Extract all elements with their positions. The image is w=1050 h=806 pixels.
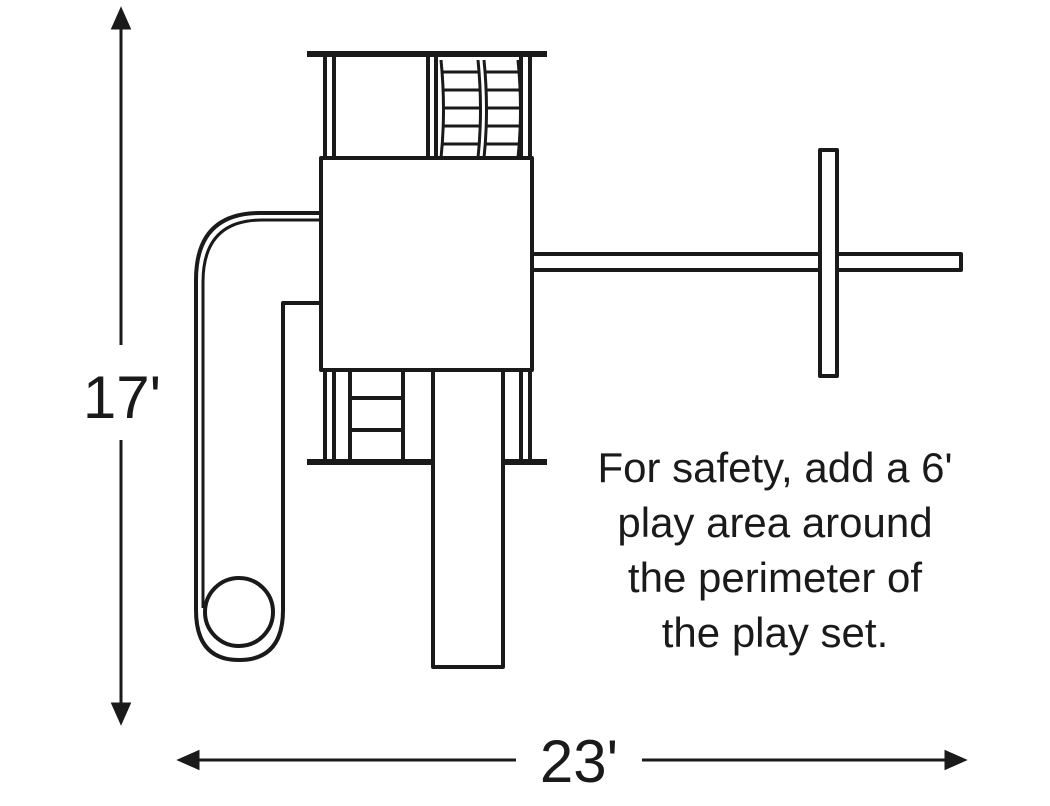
width-arrowhead-right: [944, 749, 968, 771]
width-arrowhead-left: [176, 749, 200, 771]
safety-note-line: play area around: [617, 499, 933, 546]
climbing-wall: [439, 59, 522, 159]
ladder: [348, 370, 405, 462]
straight-slide: [431, 368, 505, 669]
swing-beam-cover: [822, 256, 835, 268]
main-deck: [319, 156, 534, 372]
tube-slide-inner: [201, 218, 322, 608]
height-arrowhead-top: [110, 6, 132, 30]
safety-note-line: For safety, add a 6': [597, 444, 953, 491]
height-arrowhead-bottom: [110, 702, 132, 726]
swing-beam: [530, 252, 963, 272]
safety-note-line: the play set.: [661, 609, 889, 656]
safety-note-line: the perimeter of: [627, 554, 923, 601]
safety-note: For safety, add a 6' play area around th…: [560, 440, 990, 660]
tube-slide-exit: [203, 576, 275, 648]
width-dimension: [176, 749, 968, 771]
height-dimension: [110, 6, 132, 726]
tube-slide: [194, 211, 322, 662]
height-label: 17': [83, 364, 161, 431]
bottom-rail-bar: [307, 459, 547, 465]
width-label: 23': [540, 728, 618, 795]
top-rail-bar: [307, 51, 547, 57]
